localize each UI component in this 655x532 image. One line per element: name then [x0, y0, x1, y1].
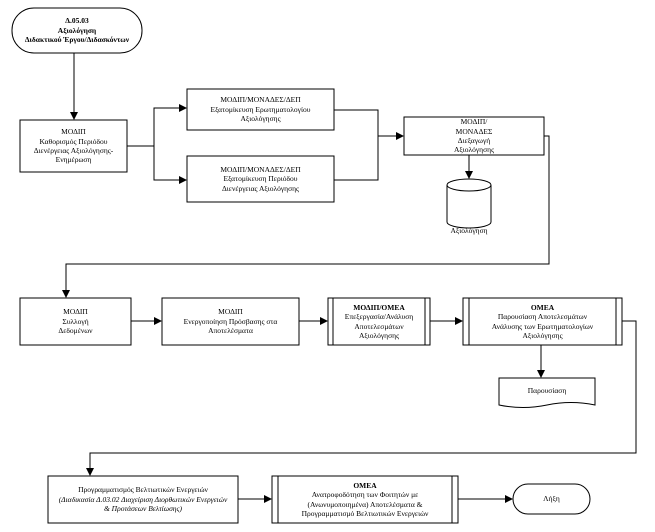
procedure-code: Δ.05.03 — [65, 16, 89, 26]
step-text: Καθορισμός Περιόδου Διενέργειας Αξιολόγη… — [33, 136, 114, 165]
step-text: Επεξεργασία/Ανάλυση Αποτελεσμάτων Αξιολό… — [344, 312, 414, 340]
step-process-results: ΜΟΔΙΠ/ΟΜΕΑ Επεξεργασία/Ανάλυση Αποτελεσμ… — [333, 298, 425, 345]
step-collect-data: ΜΟΔΙΠ Συλλογή Δεδομένων — [20, 298, 131, 345]
procedure-subtitle: Διδακτικού Έργου/Διδασκόντων — [24, 35, 130, 45]
step3-box — [186, 155, 335, 203]
end-label: Λήξη — [543, 494, 560, 504]
step-plan-improvements: Προγραμματισμός Βελτιωτικών Ενεργειών (Δ… — [48, 476, 238, 523]
step-enable-access: ΜΟΔΙΠ Ενεργοποίηση Πρόσβασης στα Αποτελέ… — [162, 298, 299, 345]
line-step3-to-step4 — [334, 136, 379, 181]
step-role: ΜΟΔΙΠ — [218, 307, 243, 317]
arrow-step1-to-step3 — [153, 146, 187, 184]
database-label: Αξιολόγηση — [450, 226, 488, 235]
document-label: Παρουσίαση — [527, 386, 567, 395]
step-customize-period: ΜΟΔΙΠ/ΜΟΝΑΔΕΣ/ΔΕΠ Εξατομίκευση Περιόδου … — [187, 156, 334, 202]
step-text: Διεξαγωγή Αξιολόγησης — [453, 136, 495, 155]
step-customize-questionnaire: ΜΟΔΙΠ/ΜΟΝΑΔΕΣ/ΔΕΠ Εξατομίκευση Ερωτηματο… — [187, 89, 334, 130]
step-text: Συλλογή Δεδομένων — [58, 316, 93, 336]
document-shape — [498, 377, 596, 408]
arrow-step8-to-step9 — [86, 320, 637, 476]
step-feedback-students: ΟΜΕΑ Ανατροφοδότηση των Φοιτητών με (Ανω… — [278, 476, 452, 523]
step-role: ΜΟΔΙΠ/ΜΟΝΑΔΕΣ — [455, 117, 493, 136]
start-terminator: Δ.05.03 Αξιολόγηση Διδακτικού Έργου/Διδα… — [12, 8, 142, 53]
step-role: ΟΜΕΑ — [530, 302, 555, 312]
database-shape — [446, 178, 492, 229]
step-role: ΜΟΔΙΠ/ΜΟΝΑΔΕΣ/ΔΕΠ — [220, 164, 301, 174]
step-role: ΟΜΕΑ — [353, 480, 377, 490]
step-text: Παρουσίαση Αποτελεσμάτων Ανάλυσης των Ερ… — [491, 312, 594, 340]
procedure-title: Αξιολόγηση — [57, 25, 97, 35]
step-text: Ανατροφοδότηση των Φοιτητών με (Ανωνυμοπ… — [301, 490, 429, 518]
step-conduct-evaluation: ΜΟΔΙΠ/ΜΟΝΑΔΕΣ Διεξαγωγή Αξιολόγησης — [404, 117, 544, 155]
step-text: Ενεργοποίηση Πρόσβασης στα Αποτελέσματα — [183, 316, 278, 336]
arrow-step4-to-step5 — [62, 135, 550, 298]
step-role: ΜΟΔΙΠ — [63, 307, 88, 317]
step-text: Εξατομίκευση Περιόδου Διενέργειας Αξιολό… — [221, 174, 300, 193]
step-role: ΜΟΔΙΠ/ΟΜΕΑ — [353, 302, 405, 312]
end-terminator-shape — [512, 483, 591, 515]
step-present-results: ΟΜΕΑ Παρουσίαση Αποτελεσμάτων Ανάλυσης τ… — [469, 298, 616, 345]
step-role: ΜΟΔΙΠ — [61, 127, 86, 137]
step-text: Εξατομίκευση Ερωτηματολογίου Αξιολόγησης — [210, 104, 311, 124]
end-terminator: Λήξη — [513, 484, 590, 514]
start-terminator-shape — [11, 7, 143, 54]
step-note: (Διαδικασία Δ.03.02 Διαχείριση Διορθωτικ… — [58, 494, 228, 514]
step-text: Προγραμματισμός Βελτιωτικών Ενεργειών — [78, 485, 208, 495]
arrow-step2-to-step4 — [334, 109, 404, 140]
step-define-period: ΜΟΔΙΠ Καθορισμός Περιόδου Διενέργειας Αξ… — [20, 120, 127, 172]
arrow-step1-to-step2 — [127, 104, 187, 147]
step-role: ΜΟΔΙΠ/ΜΟΝΑΔΕΣ/ΔΕΠ — [220, 95, 301, 105]
